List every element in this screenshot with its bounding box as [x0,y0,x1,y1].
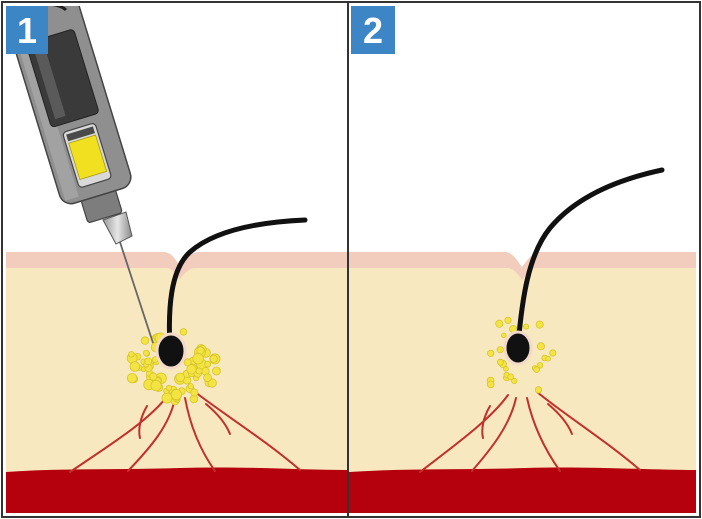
fat-granule [144,357,153,366]
fat-granule [545,355,551,362]
fat-granule [165,384,173,392]
fat-granule [496,346,504,354]
fat-granule [534,386,543,394]
blood-layer [349,467,696,513]
step-number: 2 [363,10,383,51]
step-number: 1 [17,10,37,51]
fat-granule [143,349,150,357]
fat-granule [192,353,204,365]
fat-granule [507,373,515,381]
fat-granule [535,320,544,329]
fat-granule [523,323,530,330]
fat-granule [203,373,212,383]
fat-granule [495,319,504,328]
fat-granule [536,362,544,369]
fat-granules [486,316,557,394]
blood-vessels [419,391,641,473]
fat-granule [170,388,182,401]
fat-granule [504,316,512,324]
fat-granule [533,366,540,373]
fat-granule [536,342,545,351]
fat-granule [179,328,188,336]
fat-granule [486,380,495,389]
badge-background [6,6,48,54]
fat-granule [487,349,495,357]
fat-granule [204,360,212,368]
fat-granule [190,388,199,397]
hair-follicle-icon [503,167,665,366]
fat-granule [211,366,221,376]
fat-granule [501,332,507,338]
hair-follicle-icon [155,217,308,370]
fat-granule [549,349,557,357]
dermis-layer [349,268,696,513]
blood-layer [6,467,347,513]
panel-2 [349,167,696,513]
fat-granule [175,372,186,383]
step-badge-1: 1 [6,6,48,54]
blood-vessels [69,391,301,473]
fat-granule [128,351,135,358]
fat-granule [511,377,518,384]
fat-granule [127,372,138,384]
fat-granule [140,336,150,345]
badge-background [351,6,395,54]
step-badge-2: 2 [351,6,395,54]
fat-granules [126,328,221,406]
fat-granule [195,367,203,375]
fat-granule [187,383,194,390]
fat-granule [129,361,141,372]
fat-granule [186,364,197,375]
fat-granule [150,379,162,392]
fat-granule [149,372,158,381]
fat-granule [496,358,504,366]
panel-1 [6,6,347,513]
fat-granule [161,392,173,404]
fat-granule [209,354,218,363]
